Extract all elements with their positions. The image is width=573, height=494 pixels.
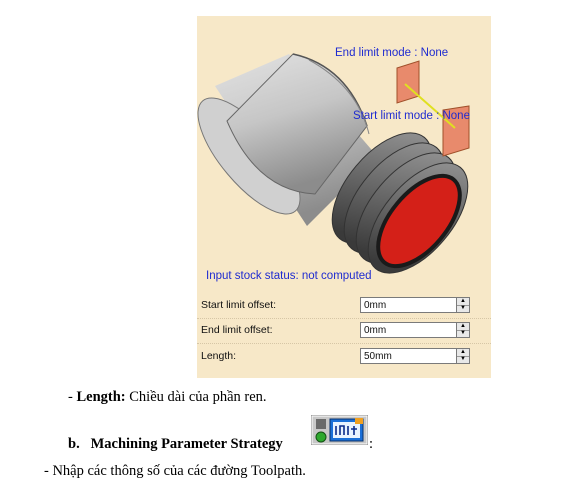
spin-up-icon[interactable]: ▲ <box>457 298 469 306</box>
spin-up-icon[interactable]: ▲ <box>457 323 469 331</box>
end-limit-offset-label: End limit offset: <box>201 324 273 336</box>
section-title: Machining Parameter Strategy <box>90 436 283 452</box>
length-desc: Chiều dài của phần ren. <box>125 389 267 405</box>
start-limit-plane[interactable] <box>442 105 470 157</box>
spin-down-icon[interactable]: ▼ <box>460 330 466 336</box>
spin-down-icon[interactable]: ▼ <box>460 305 466 311</box>
divider <box>197 318 491 319</box>
end-limit-plane[interactable] <box>396 60 420 104</box>
part-end-face[interactable] <box>363 162 475 281</box>
part-viewport: End limit mode : None Start limit mode :… <box>197 16 491 294</box>
start-limit-mode-label[interactable]: Start limit mode : None <box>353 110 470 122</box>
start-limit-offset-spinner[interactable]: ▲ ▼ <box>456 297 470 313</box>
end-limit-offset-row: End limit offset: 0mm ▲ ▼ <box>197 321 491 343</box>
length-row: Length: 50mm ▲ ▼ <box>197 347 491 369</box>
start-limit-offset-label: Start limit offset: <box>201 299 277 311</box>
threaded-part-illustration <box>197 53 475 281</box>
machining-strategy-icon[interactable] <box>311 415 368 445</box>
end-limit-mode-label[interactable]: End limit mode : None <box>335 47 449 59</box>
length-term: Length: <box>76 389 126 405</box>
thread-dialog-panel: End limit mode : None Start limit mode :… <box>197 16 491 378</box>
section-colon: : <box>369 436 374 452</box>
start-limit-offset-input[interactable]: 0mm <box>360 297 457 313</box>
end-limit-offset-spinner[interactable]: ▲ ▼ <box>456 322 470 338</box>
spin-down-icon[interactable]: ▼ <box>460 356 466 362</box>
toolpath-instruction: - Nhập các thông số của các đường Toolpa… <box>44 463 306 479</box>
length-prefix: - <box>68 389 77 405</box>
divider <box>197 343 491 344</box>
section-letter: b. <box>68 436 80 452</box>
length-input[interactable]: 50mm <box>360 348 457 364</box>
part-body[interactable] <box>197 53 377 229</box>
end-limit-offset-input[interactable]: 0mm <box>360 322 457 338</box>
length-spinner[interactable]: ▲ ▼ <box>456 348 470 364</box>
stock-status-label: Input stock status: not computed <box>206 270 372 282</box>
spin-up-icon[interactable]: ▲ <box>457 349 469 357</box>
section-heading: b. Machining Parameter Strategy <box>68 436 283 453</box>
length-description: - Length: Chiều dài của phần ren. <box>68 389 267 406</box>
start-limit-offset-row: Start limit offset: 0mm ▲ ▼ <box>197 296 491 318</box>
length-label: Length: <box>201 350 237 362</box>
